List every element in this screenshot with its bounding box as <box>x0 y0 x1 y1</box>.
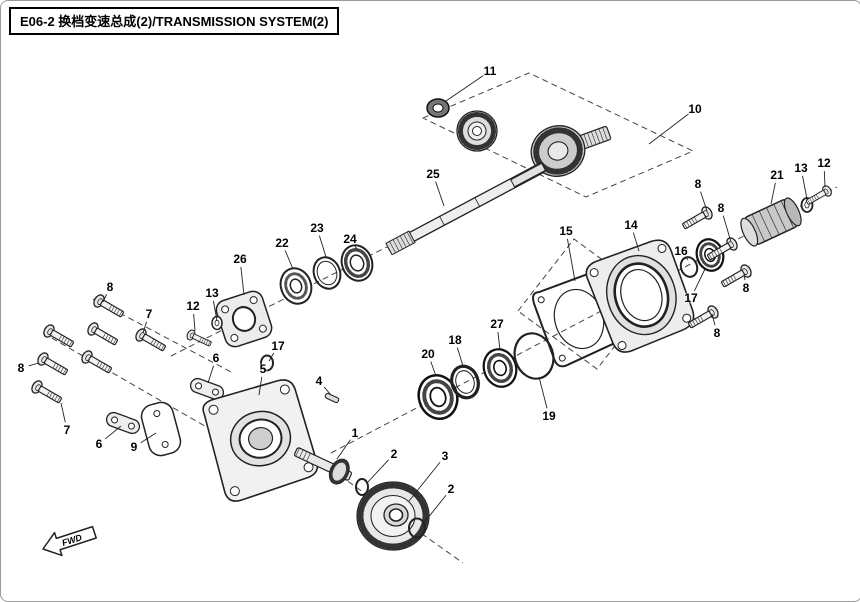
leader-line-10-1 <box>648 113 689 145</box>
bearing-27 <box>482 348 518 388</box>
leader-line-19-29 <box>538 376 548 409</box>
leader-line-15-9 <box>566 238 576 282</box>
bolt-8-left-2 <box>41 322 77 351</box>
leader-line-17-23 <box>268 352 275 362</box>
gasket-group-box <box>517 238 654 370</box>
bracket-6b <box>105 411 141 435</box>
washer-2b <box>408 517 426 539</box>
leader-line-1-34 <box>336 439 351 460</box>
gear-shaft-1 <box>293 447 353 485</box>
leader-line-20-28 <box>430 361 437 377</box>
bevel-gear-large <box>530 125 612 177</box>
leader-line-26-13 <box>240 266 245 296</box>
leader-line-6-32 <box>104 425 122 440</box>
gear-3 <box>356 481 430 551</box>
leader-line-11-0 <box>445 75 484 102</box>
bolt-8-left-3 <box>35 350 71 379</box>
leader-line-2-37 <box>422 494 447 525</box>
leader-line-2-35 <box>366 459 389 484</box>
leader-line-24-10 <box>354 245 358 250</box>
leader-line-5-24 <box>258 376 263 396</box>
washer-13-left <box>211 315 223 331</box>
leader-line-22-12 <box>284 250 294 270</box>
leader-line-9-33 <box>140 432 157 444</box>
o-ring-19 <box>513 332 555 380</box>
bolt-7-left-2 <box>79 348 115 377</box>
leader-line-27-26 <box>497 331 501 351</box>
leader-line-8-7 <box>722 215 732 243</box>
leader-line-8-3 <box>700 191 708 212</box>
leader-line-8-20 <box>102 294 108 303</box>
housing-5 <box>202 379 319 502</box>
bevel-gear-small <box>456 110 498 152</box>
leader-line-8-17 <box>711 313 716 326</box>
snap-ring-18 <box>450 364 480 400</box>
leader-line-13-5 <box>802 175 808 200</box>
bearing-24 <box>340 244 374 282</box>
ring-23 <box>312 256 342 290</box>
leader-line-17-15 <box>694 268 706 291</box>
fwd-arrow: FWD <box>42 525 97 557</box>
bolt-12-right <box>803 183 834 208</box>
cover-housing-14 <box>585 239 695 353</box>
leader-line-18-27 <box>456 347 464 367</box>
washer-2a <box>355 478 369 496</box>
leader-line-4-25 <box>323 386 332 396</box>
leader-line-8-16 <box>743 272 746 281</box>
bolt-8-right-3 <box>718 262 754 291</box>
ring-17-left <box>260 354 274 372</box>
leader-line-25-2 <box>435 181 445 207</box>
leader-line-12-19 <box>193 313 196 332</box>
leader-line-8-30 <box>28 362 40 367</box>
leader-line-6-22 <box>207 365 214 384</box>
diagram-title: E06-2 换档变速总成(2)/TRANSMISSION SYSTEM(2) <box>9 7 340 35</box>
leader-line-23-11 <box>318 235 327 258</box>
leader-line-16-14 <box>685 257 689 261</box>
leader-line-14-8 <box>632 232 640 252</box>
main-shaft <box>385 162 546 256</box>
leader-line-13-18 <box>212 300 218 322</box>
gasket-9 <box>140 401 182 457</box>
nut <box>426 98 450 118</box>
bolt-8-left-1 <box>91 292 127 321</box>
dowel-4 <box>324 392 340 404</box>
bracket-6a <box>189 377 225 401</box>
bolt-7-left-4 <box>133 326 169 355</box>
flange-plate <box>215 290 273 348</box>
bearing-22 <box>279 267 313 305</box>
leader-line-3-36 <box>408 461 441 502</box>
bolt-7-left-1 <box>85 320 121 349</box>
bolt-12-left <box>185 328 214 350</box>
leader-line-12-6 <box>823 170 826 188</box>
bearing-20 <box>417 374 459 420</box>
leader-lines <box>28 75 826 525</box>
bolt-8-right-1 <box>679 204 715 233</box>
bolt-7-left-3 <box>29 378 65 407</box>
leader-line-21-4 <box>770 182 776 205</box>
leader-line-7-21 <box>142 321 148 334</box>
leader-line-7-31 <box>60 402 66 423</box>
coupler-21 <box>740 197 802 247</box>
